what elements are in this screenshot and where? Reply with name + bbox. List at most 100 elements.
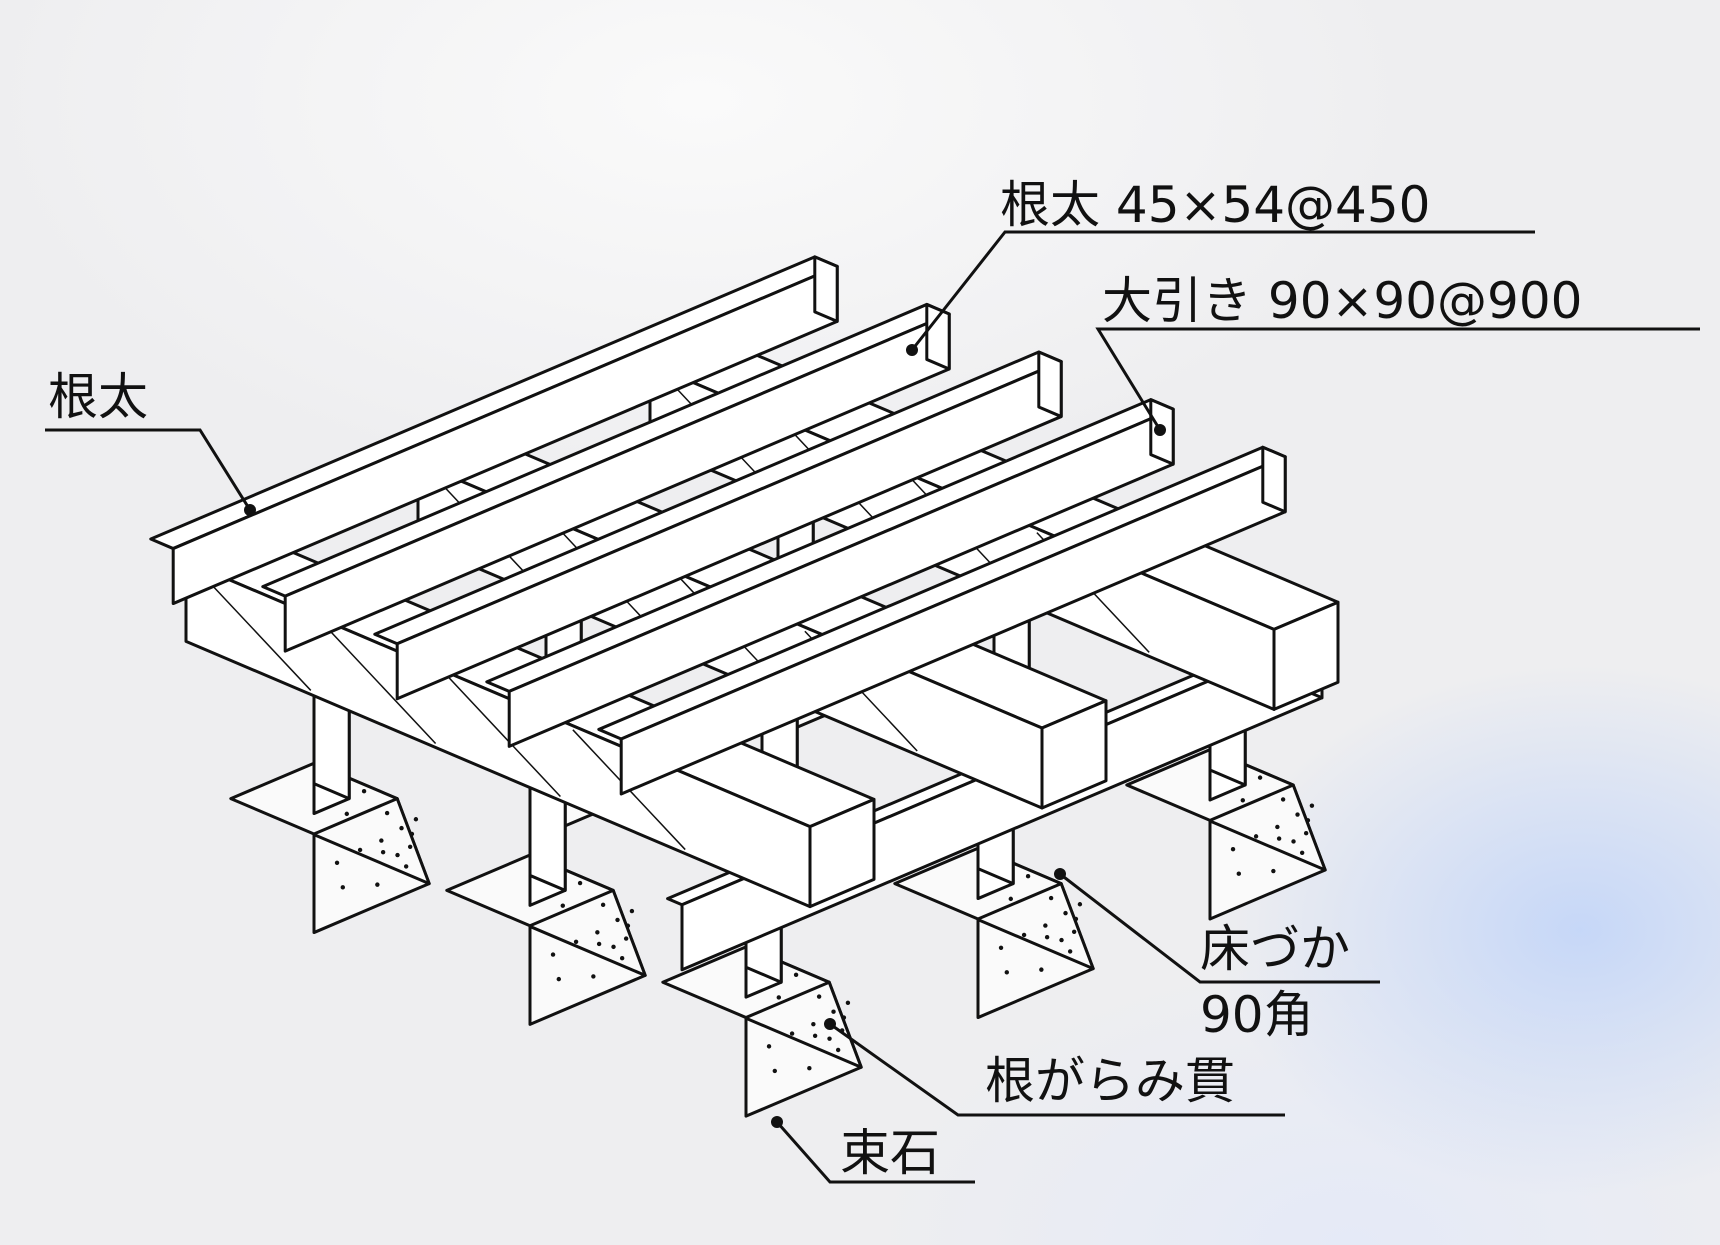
foundation-stone-1-2-speckle-side-4 [1077, 902, 1083, 907]
foundation-stone-0-0-speckle-2 [403, 864, 409, 869]
foundation-stone-0-0-speckle-1 [380, 849, 386, 855]
foundation-stone-1-2-speckle-0 [1004, 970, 1009, 975]
foundation-stone-0-2-speckle-0 [772, 1068, 777, 1074]
foundation-stone-0-0-speckle-side-4 [413, 817, 419, 822]
sleeper-0-grain-2 [322, 623, 437, 744]
sleeper-0-grain-1 [197, 570, 312, 691]
foundation-stone-0-1-speckle-7 [611, 944, 616, 950]
sleeper-0-grain-3 [447, 676, 561, 798]
foundation-stone-0-2-speckle-side-0 [776, 995, 781, 1000]
joist-1-face-end [925, 302, 951, 371]
foundation-stone-0-0-speckle-6 [334, 860, 340, 865]
label-floor-post-line2: 90角 [1200, 986, 1314, 1044]
foundation-stone-1-2-speckle-side-1 [1048, 895, 1054, 901]
framing-structure [149, 255, 1340, 1118]
foundation-stone-0-2-speckle-7 [827, 1036, 832, 1041]
foundation-stone-0-2-speckle-3 [789, 1031, 795, 1036]
label-sleeper-spec-group: 大引き 90×90@900 [1095, 272, 1700, 436]
foundation-stone-1-2-speckle-5 [1039, 967, 1044, 972]
foundation-stone-1-2-speckle-7 [1059, 937, 1064, 943]
joist-3 [485, 398, 1175, 748]
foundation-stone-0-1-speckle-4 [625, 923, 631, 928]
leader-dot-sleeper-spec [1154, 424, 1166, 436]
foundation-stone-0-2-speckle-side-7 [831, 1009, 836, 1014]
foundation-stone-0-0-speckle-4 [409, 831, 415, 837]
foundation-stone-0-2-speckle-side-5 [811, 1021, 816, 1027]
foundation-stone-2-2-speckle-3 [1253, 834, 1259, 839]
foundation-stone-0-0-speckle-side-2 [407, 844, 413, 850]
foundation-stone-2-2-speckle-2 [1299, 850, 1305, 855]
label-joist: 根太 [48, 368, 148, 426]
foundation-stone-2-2-speckle-side-1 [1280, 797, 1286, 802]
foundation-stone-2-2-speckle-1 [1276, 836, 1282, 841]
foundation-stone-1-2-speckle-4 [1073, 916, 1079, 922]
label-joist-group: 根太 [45, 368, 256, 516]
leader-sleeper-spec [1095, 327, 1700, 431]
leader-dot-tie-beam [824, 1018, 836, 1030]
foundation-stone-0-2-speckle-6 [766, 1044, 772, 1049]
joist-0 [149, 255, 839, 606]
label-floor-post-group: 床づか 90角 [1054, 868, 1380, 1044]
foundation-stone-0-2-speckle-1 [812, 1033, 818, 1038]
foundation-stone-0-1-speckle-0 [556, 976, 561, 982]
label-floor-post-line1: 床づか [1200, 920, 1350, 978]
foundation-stone-0-1-speckle-side-5 [595, 930, 600, 935]
foundation-stone-0-1-speckle-3 [573, 939, 579, 944]
foundation-stone-1-2-speckle-side-7 [1063, 910, 1068, 916]
leader-joist-spec [910, 230, 1535, 351]
foundation-stone-1-2-speckle-side-3 [1025, 874, 1031, 879]
foundation-stone-0-2-speckle-2 [835, 1047, 841, 1053]
foundation-stone-2-2-speckle-6 [1230, 846, 1236, 852]
joist-4 [597, 445, 1287, 796]
foundation-stone-0-1-speckle-2 [619, 955, 625, 961]
joist-2-face-end [1037, 350, 1063, 419]
foundation-stone-0-2-speckle-5 [807, 1066, 812, 1071]
leader-floor-post [1059, 872, 1380, 984]
leader-joist [45, 428, 252, 511]
foundation-stone-1-2-speckle-side-2 [1071, 929, 1077, 935]
foundation-stone-0-1-speckle-side-1 [600, 902, 606, 908]
foundation-stone-2-2-speckle-side-0 [1240, 798, 1246, 803]
leader-dot-foundation-stone [771, 1116, 783, 1128]
foundation-stone-1-2-speckle-side-5 [1043, 923, 1048, 928]
foundation-stone-2-2-speckle-5 [1271, 868, 1276, 874]
foundation-stone-0-1-speckle-side-7 [615, 917, 620, 923]
foundation-stone-1-2-speckle-1 [1044, 934, 1050, 940]
foundation-stone-0-1-speckle-6 [550, 952, 556, 957]
foundation-stone-2-2-speckle-side-7 [1295, 812, 1300, 817]
label-foundation-stone: 束石 [840, 1124, 940, 1182]
foundation-stone-0-0-speckle-0 [340, 885, 345, 890]
foundation-stone-2-2-speckle-side-5 [1275, 824, 1280, 830]
foundation-stone-0-1-speckle-5 [591, 974, 596, 979]
foundation-stone-0-0-speckle-side-7 [399, 825, 404, 831]
foundation-stone-0-2-speckle-side-1 [816, 994, 822, 999]
label-tie-beam: 根がらみ貫 [985, 1052, 1235, 1110]
foundation-stone-0-1-speckle-side-0 [560, 903, 565, 908]
foundation-stone-2-2-speckle-4 [1305, 818, 1311, 823]
foundation-stone-0-1-speckle-side-2 [623, 936, 629, 941]
foundation-stone-0-0-speckle-3 [357, 847, 363, 853]
foundation-stone-0-0-speckle-side-0 [344, 811, 349, 817]
leader-foundation-stone [775, 1121, 975, 1184]
leader-tie-beam [829, 1022, 1285, 1117]
joist-1 [261, 302, 951, 653]
foundation-stone-1-2-speckle-6 [998, 945, 1004, 950]
foundation-stone-1-2-speckle-2 [1067, 949, 1073, 954]
label-sleeper-spec: 大引き 90×90@900 [1102, 272, 1582, 330]
foundation-stone-0-2-speckle-4 [841, 1015, 847, 1020]
leader-dot-floor-post [1054, 868, 1066, 880]
foundation-stone-2-2-speckle-side-3 [1257, 775, 1263, 780]
foundation-stone-2-2-speckle-0 [1236, 871, 1242, 876]
foundation-stone-0-1-speckle-side-4 [629, 908, 635, 914]
joist-4-face-end [1261, 445, 1287, 514]
foundation-stone-0-0-speckle-5 [375, 882, 380, 887]
leader-dot-joist [244, 504, 256, 516]
foundation-stone-0-2-speckle-side-4 [845, 1000, 851, 1006]
label-joist-spec: 根太 45×54@450 [1000, 176, 1430, 234]
foundation-stone-0-2-speckle-side-3 [793, 972, 799, 978]
label-foundation-stone-group: 束石 [771, 1116, 975, 1184]
foundation-stone-2-2-speckle-side-4 [1309, 803, 1315, 808]
foundation-stone-2-2-speckle-7 [1291, 839, 1296, 844]
foundation-stone-0-0-speckle-7 [395, 852, 400, 858]
